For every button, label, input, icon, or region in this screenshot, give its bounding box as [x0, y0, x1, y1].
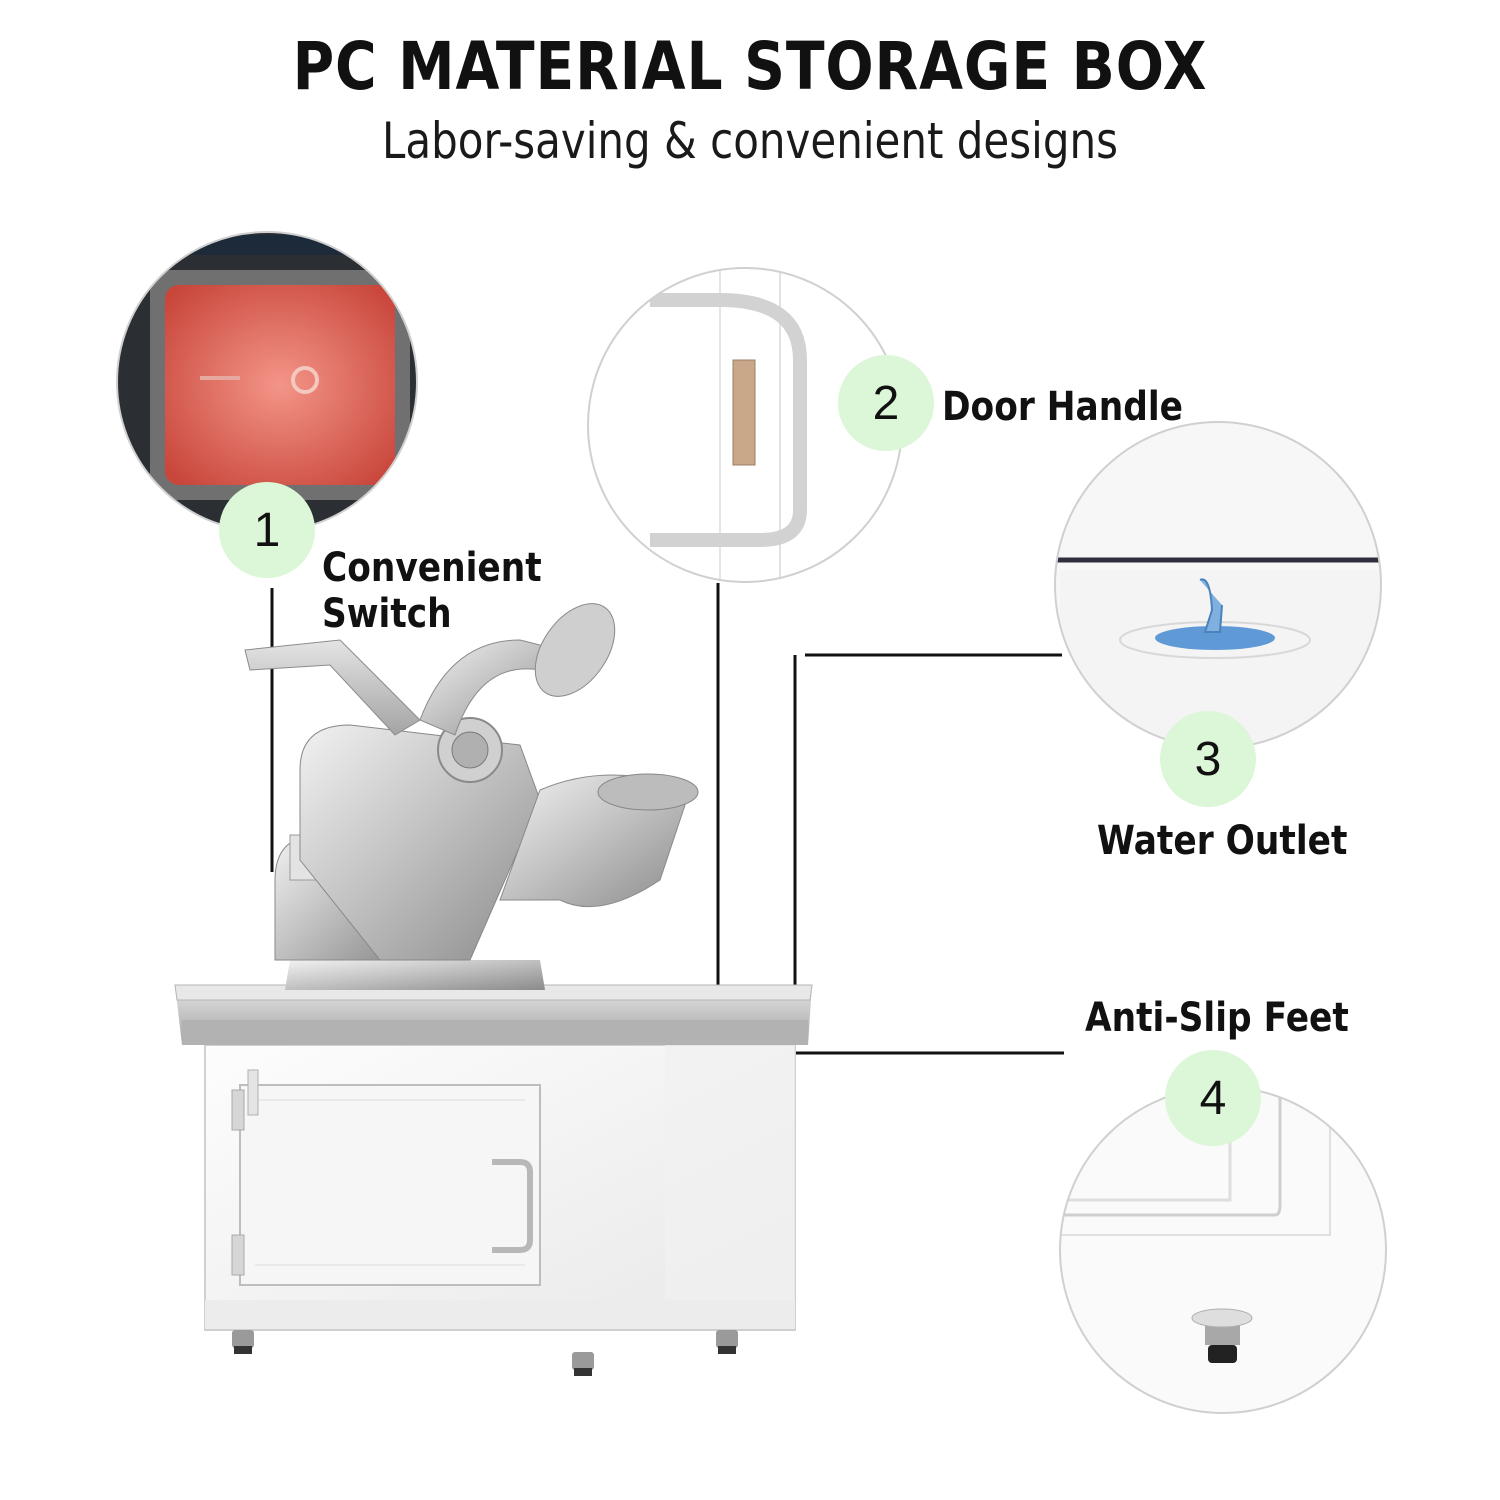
detail-water-outlet: [1055, 422, 1381, 748]
detail-switch: [117, 232, 417, 532]
label-switch-line2: Switch: [322, 591, 452, 637]
label-switch-line1: Convenient: [322, 545, 542, 591]
callout-badge-2: 2: [838, 355, 934, 451]
label-anti-slip-feet: Anti-Slip Feet: [1085, 995, 1349, 1041]
motor-grinder: [244, 603, 699, 990]
label-water-outlet: Water Outlet: [1097, 818, 1348, 864]
outlet-plug: [1155, 626, 1275, 650]
callout-badge-4: 4: [1165, 1050, 1261, 1146]
callout-badge-1: 1: [219, 482, 315, 578]
rubber-foot: [1208, 1345, 1237, 1363]
box-feet: [232, 1330, 738, 1376]
label-convenient-switch: Convenient Switch: [322, 545, 542, 637]
page-subtitle: Labor-saving & convenient designs: [382, 112, 1118, 170]
lid-tray-final: [174, 984, 813, 1045]
box-door: [231, 1069, 541, 1286]
page-title: PC MATERIAL STORAGE BOX: [292, 28, 1208, 105]
callout-badge-3: 3: [1160, 711, 1256, 807]
door-handle-shape: [492, 1159, 533, 1253]
label-door-handle: Door Handle: [942, 384, 1184, 430]
pc-storage-box: [204, 1044, 796, 1376]
